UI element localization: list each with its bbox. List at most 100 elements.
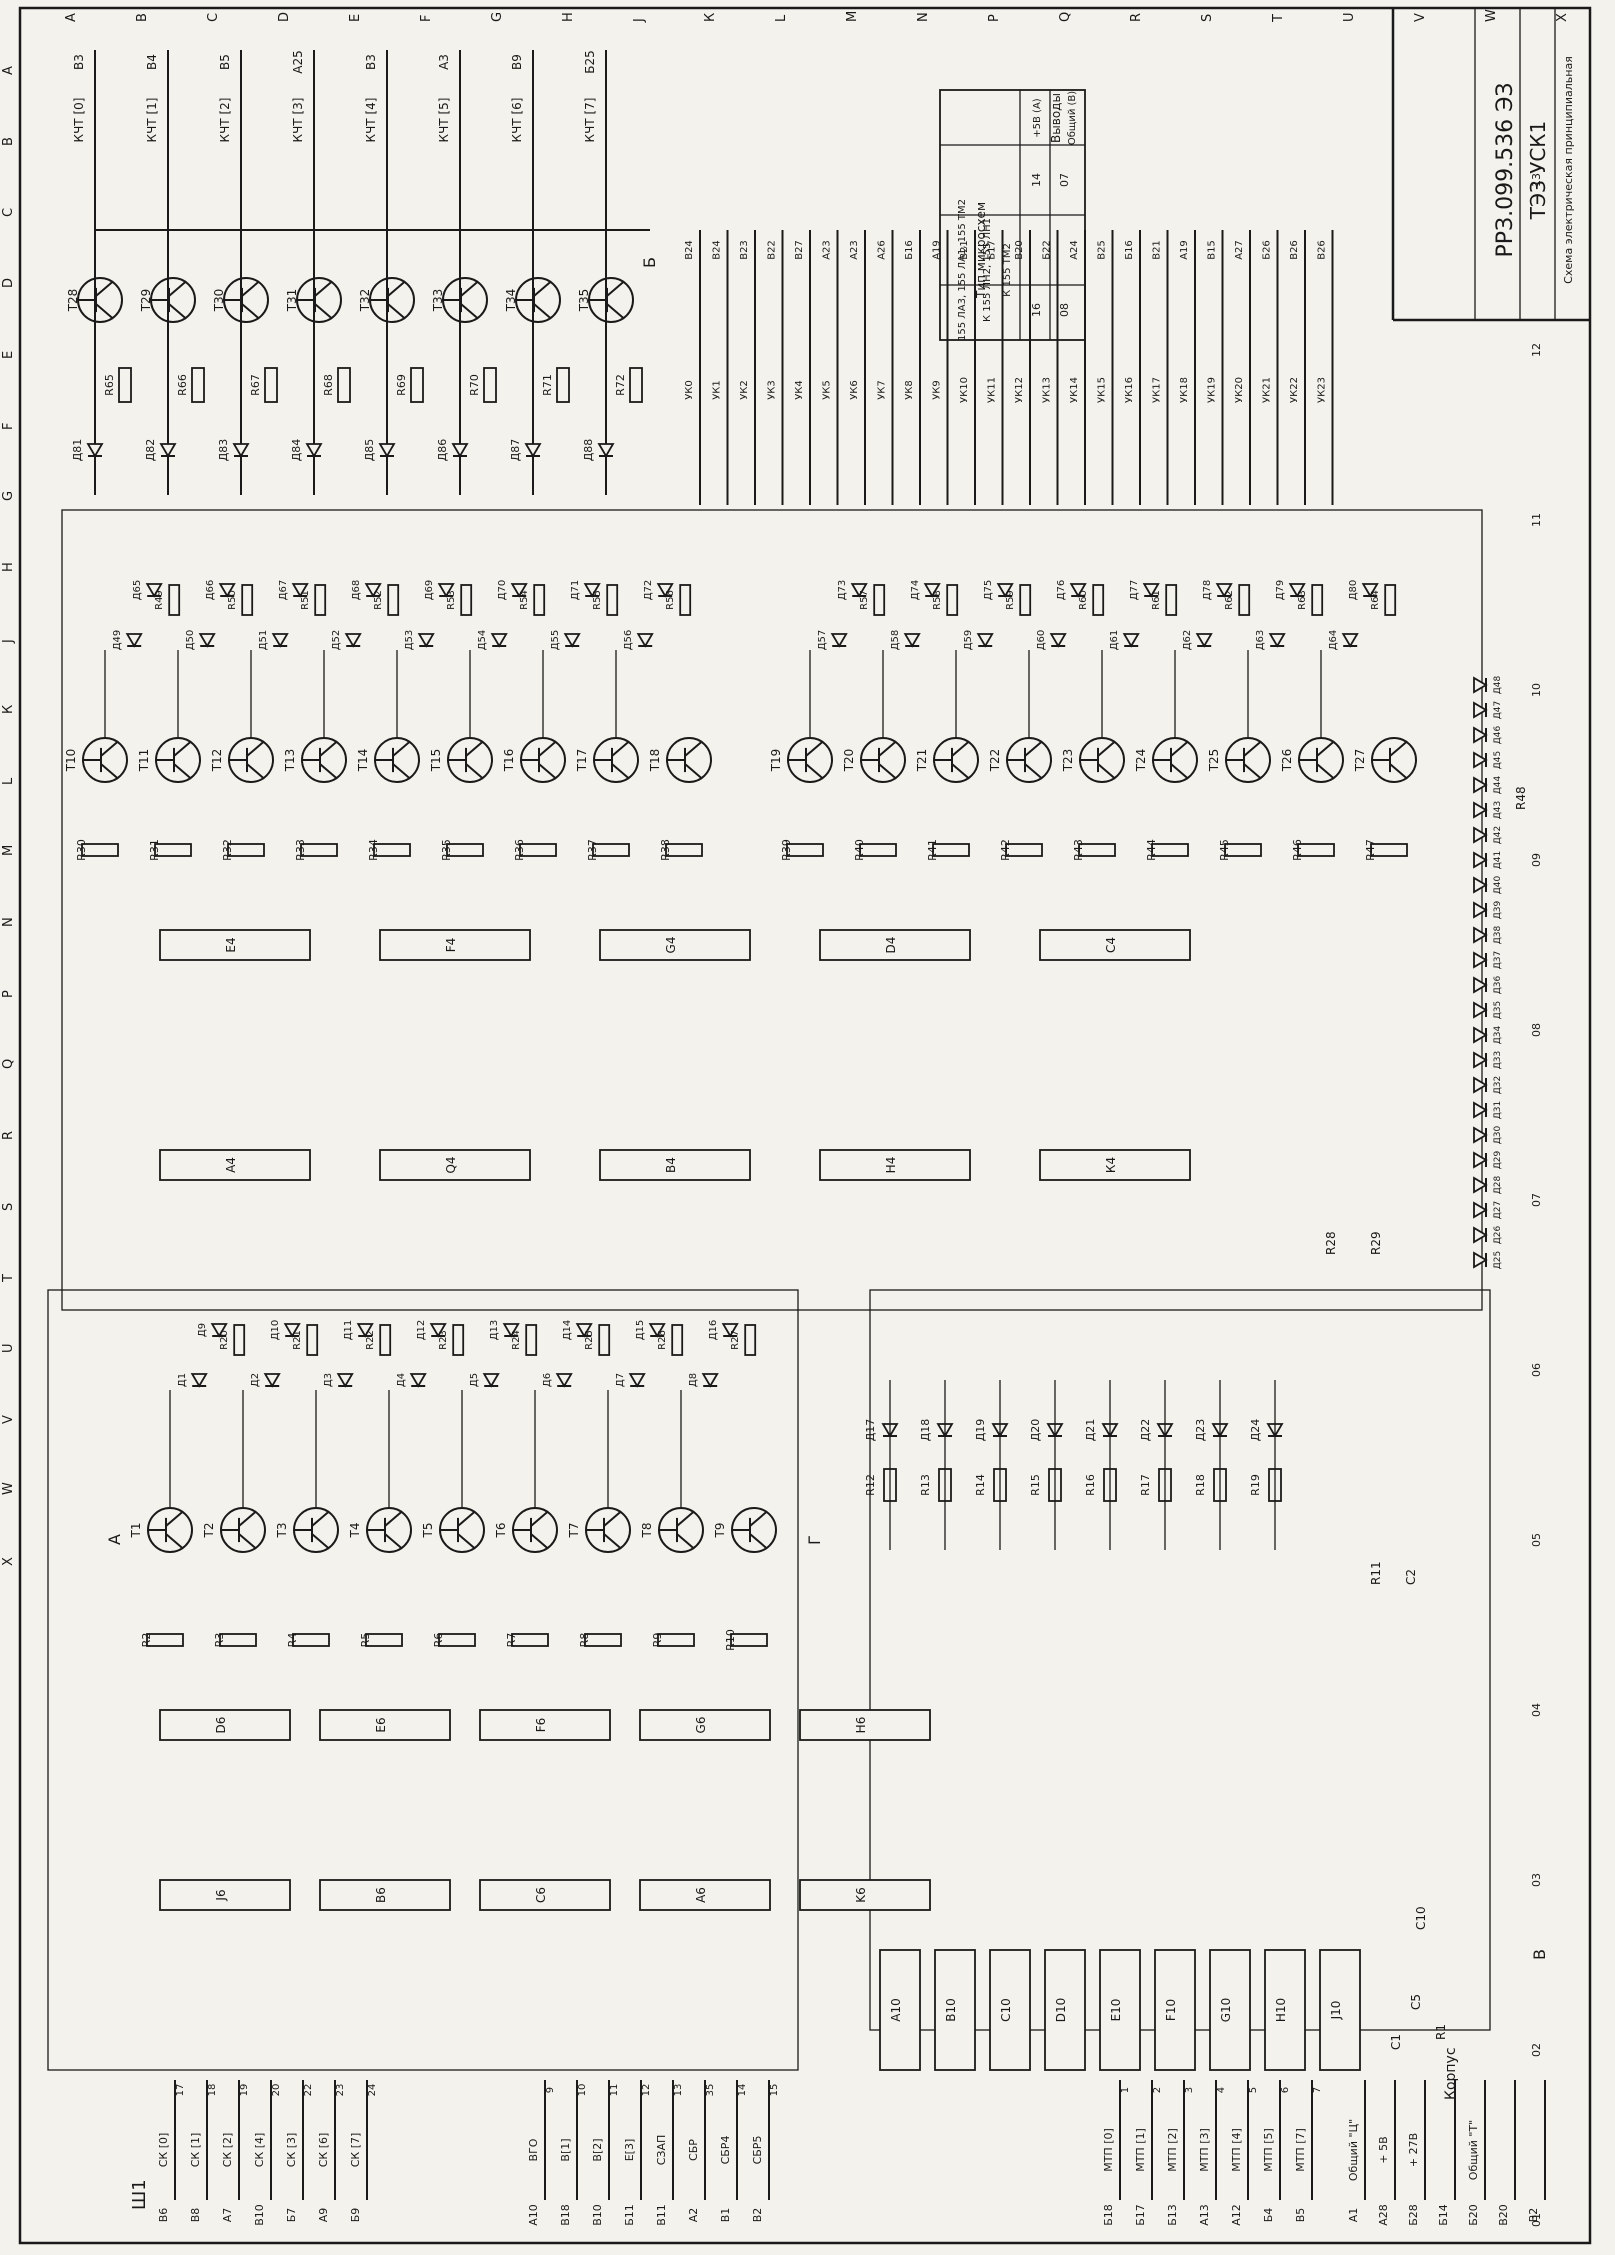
top-resistor-label-4: R69	[395, 374, 408, 396]
mid-right-d-label-7: Д64	[1328, 630, 1339, 651]
mid-left-t-6-emitter	[538, 763, 557, 780]
chip-table-header-common: Общий (В)	[1067, 91, 1078, 145]
lower-block-d-5	[555, 1373, 573, 1388]
mid-right-r2-label-5: R62	[1224, 590, 1235, 610]
sk-n-3: 20	[271, 2084, 282, 2097]
mid-right-t-4-collector	[1097, 740, 1116, 757]
sk-n-4: 22	[303, 2084, 314, 2097]
mid-right-r-label-0: R39	[780, 839, 793, 861]
uk-pin-5: А23	[822, 240, 833, 260]
left-letter-Н: Н	[1, 562, 16, 572]
lower-block-r2-label-1: R21	[292, 1330, 303, 1350]
left-letter-С: С	[1, 208, 16, 217]
led-label-16: Д41	[1493, 851, 1503, 869]
lower-block-d-7	[701, 1373, 719, 1388]
uk-pin-23: В26	[1317, 240, 1328, 260]
lower-block-r2-4	[525, 1324, 538, 1356]
left-letter-X: X	[1, 1557, 16, 1566]
mid-left-r-6	[519, 843, 557, 857]
lower-block-r2-label-6: R26	[657, 1330, 668, 1350]
mid-right-t-1-collector	[878, 740, 897, 757]
mid-left-d2-label-2: Д67	[278, 580, 289, 601]
left-letter-Т: Т	[1, 1274, 16, 1283]
led-4	[1473, 1151, 1488, 1169]
led-label-8: Д33	[1493, 1051, 1503, 1069]
left-letter-S: S	[1, 1203, 16, 1211]
lower-block-t-0-collector	[165, 1510, 184, 1527]
led-label-13: Д38	[1493, 925, 1503, 944]
mid-right-d2-1	[923, 583, 941, 598]
uk-pin-14: А24	[1069, 240, 1080, 260]
top-diode-7	[597, 443, 615, 458]
mid-left-r-1	[154, 843, 192, 857]
uk-pin-10: В21	[959, 240, 970, 260]
power-label-1: + 5В	[1377, 2136, 1390, 2163]
lower-block-t-label-3: Т4	[348, 1523, 362, 1539]
uk-label-5: УК5	[822, 380, 833, 400]
mid-left-d-label-3: Д52	[331, 630, 342, 651]
mid-right-d2-2	[996, 583, 1014, 598]
chip-lower-6-label: B6	[374, 1887, 388, 1903]
chip-bottom-1	[934, 1949, 976, 2071]
lower-block-r-label-1: R3	[213, 1633, 226, 1648]
mtp-n-1: 2	[1152, 2087, 1163, 2093]
chip-bottom-7-label: Н10	[1274, 1998, 1288, 2022]
led-20	[1473, 751, 1488, 769]
mid-right-d-7	[1341, 633, 1359, 648]
chip-table-row-1-common: 07	[1058, 173, 1071, 187]
chip-mid-9-label: К4	[1104, 1157, 1118, 1173]
mid-left-r-label-8: R38	[659, 839, 672, 861]
mid-left-d2-label-7: Д72	[643, 580, 654, 601]
uk-label-19: УК19	[1207, 377, 1218, 403]
doc-number: РРЗ.099.536 ЭЗ	[1493, 82, 1518, 257]
top-letter-S: S	[1200, 14, 1215, 22]
chip-lower-2	[479, 1709, 611, 1741]
bottom-pin-03: 03	[1530, 1873, 1543, 1887]
mid-left-d-label-6: Д55	[550, 630, 561, 651]
sk-pin-1: В8	[189, 2208, 202, 2223]
uk-label-14: УК14	[1069, 377, 1080, 403]
bsig-pin-0: А10	[527, 2204, 540, 2226]
chip-mid-1	[379, 929, 531, 961]
top-resistor-6	[556, 367, 570, 403]
lower-block-r2-7	[744, 1324, 757, 1356]
led-3	[1473, 1176, 1488, 1194]
mid-left-d-4	[417, 633, 435, 648]
bsig-label-0: ВГО	[527, 2138, 540, 2161]
left-letter-Q: Q	[1, 1059, 16, 1069]
mid-right-r2-label-1: R58	[932, 590, 943, 610]
mid-right-t-3-emitter	[1024, 763, 1043, 780]
lower-block-r-8	[730, 1633, 768, 1647]
mid-right-d2-label-2: Д75	[983, 580, 994, 601]
mid-left-r-label-4: R34	[367, 839, 380, 861]
mid-right-d2-3	[1069, 583, 1087, 598]
top-resistor-label-5: R70	[468, 374, 481, 396]
mid-right-r-label-4: R43	[1072, 839, 1085, 861]
bsig-pin-3: Б11	[623, 2204, 636, 2226]
mid-right-t-2-emitter	[951, 763, 970, 780]
top-transistor-6-emitter	[533, 303, 552, 320]
lower-right-region	[869, 1289, 1491, 2031]
lower-block-d-2	[336, 1373, 354, 1388]
uk-pin-7: А26	[877, 240, 888, 260]
top-transistor-1-emitter	[168, 303, 187, 320]
lower-block-d-6	[628, 1373, 646, 1388]
bottom-pin-06: 06	[1530, 1363, 1543, 1377]
connector-name: Ш1	[129, 2179, 150, 2210]
lower-block-t-label-5: Т6	[494, 1523, 508, 1539]
top-transistor-5-collector	[460, 280, 479, 297]
bsig-label-1: В[1]	[559, 2138, 572, 2161]
bsig-n-2: 11	[609, 2084, 620, 2097]
mtp-label-1: МТП [1]	[1134, 2128, 1147, 2172]
lower-block-t-7-collector	[676, 1510, 695, 1527]
top-letter-N: N	[916, 12, 931, 22]
chip-table-row-1-plus: 14	[1030, 173, 1043, 187]
mid-right-r2-label-2: R59	[1005, 590, 1016, 610]
lower-block-d-3	[409, 1373, 427, 1388]
mid-left-r2-3	[387, 584, 400, 616]
lower-right-diode-block: Д17R12Д18R13Д19R14Д20R15Д21R16Д22R17Д23R…	[864, 1380, 1284, 1550]
bottom-pin-13: 13	[1530, 173, 1543, 187]
mid-right-t-6-emitter	[1243, 763, 1262, 780]
mid-left-t-1-emitter	[173, 763, 192, 780]
